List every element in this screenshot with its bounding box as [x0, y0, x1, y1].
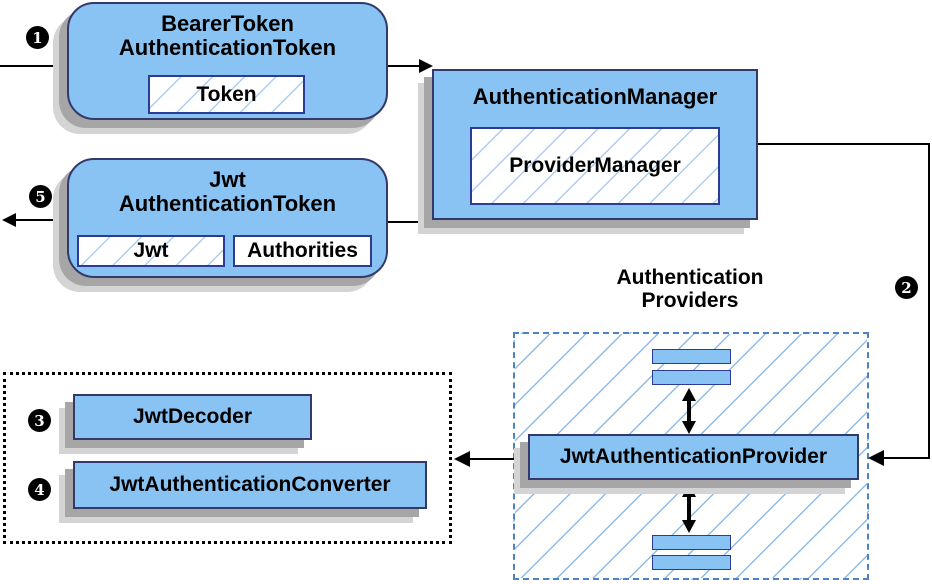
- providers-label-line1: Authentication: [616, 266, 764, 289]
- jwt-decoder-box: JwtDecoder: [73, 394, 312, 440]
- arrowhead-up-icon: [682, 388, 696, 401]
- connector-step2-bottom-line: [884, 457, 930, 459]
- arrowhead-left-icon: [454, 451, 470, 467]
- connector-step2-top-line: [758, 143, 930, 145]
- jwt-token-title-line1: Jwt: [209, 167, 246, 192]
- jwt-authentication-provider-box: JwtAuthenticationProvider: [528, 434, 859, 480]
- double-arrow-bottom-line: [687, 495, 691, 522]
- connector-manager-to-jwttoken-line: [388, 221, 432, 223]
- step-2-badge: 2: [895, 276, 918, 299]
- connector-step5-line: [16, 219, 67, 221]
- step-3-badge: 3: [28, 409, 51, 432]
- providers-label-line2: Providers: [641, 289, 739, 312]
- jwt-token-title-line2: AuthenticationToken: [118, 191, 337, 216]
- provider-placeholder-bar: [652, 349, 731, 364]
- connector-bearer-to-manager-line: [388, 65, 421, 67]
- provider-placeholder-bar: [652, 370, 731, 385]
- arrowhead-down-icon: [682, 421, 696, 434]
- provider-placeholder-bar: [652, 555, 731, 570]
- connector-provider-to-decoder-line: [470, 458, 528, 460]
- arrowhead-down-icon: [682, 520, 696, 533]
- step-1-badge: 1: [26, 26, 49, 49]
- authentication-manager-title: AuthenticationManager: [472, 84, 718, 109]
- provider-placeholder-bar: [652, 535, 731, 550]
- bearer-token-title-line1: BearerToken: [161, 11, 294, 36]
- arrowhead-right-icon: [419, 59, 433, 73]
- arrowhead-left-icon: [2, 213, 16, 227]
- arrowhead-left-icon: [868, 450, 884, 466]
- step-4-badge: 4: [28, 478, 51, 501]
- provider-manager-chip: ProviderManager: [470, 127, 720, 205]
- jwt-chip: Jwt: [77, 235, 225, 267]
- token-chip: Token: [148, 75, 305, 114]
- jwt-authentication-converter-box: JwtAuthenticationConverter: [73, 461, 427, 509]
- connector-step1-line: [0, 65, 67, 67]
- bearer-token-title-line2: AuthenticationToken: [118, 35, 337, 60]
- double-arrow-top-line: [687, 399, 691, 422]
- step-5-badge: 5: [29, 185, 52, 208]
- connector-step2-vertical-line: [928, 143, 930, 459]
- authorities-chip: Authorities: [233, 235, 372, 267]
- authentication-providers-label: Authentication Providers: [560, 266, 820, 312]
- arrowhead-up-icon: [682, 484, 696, 497]
